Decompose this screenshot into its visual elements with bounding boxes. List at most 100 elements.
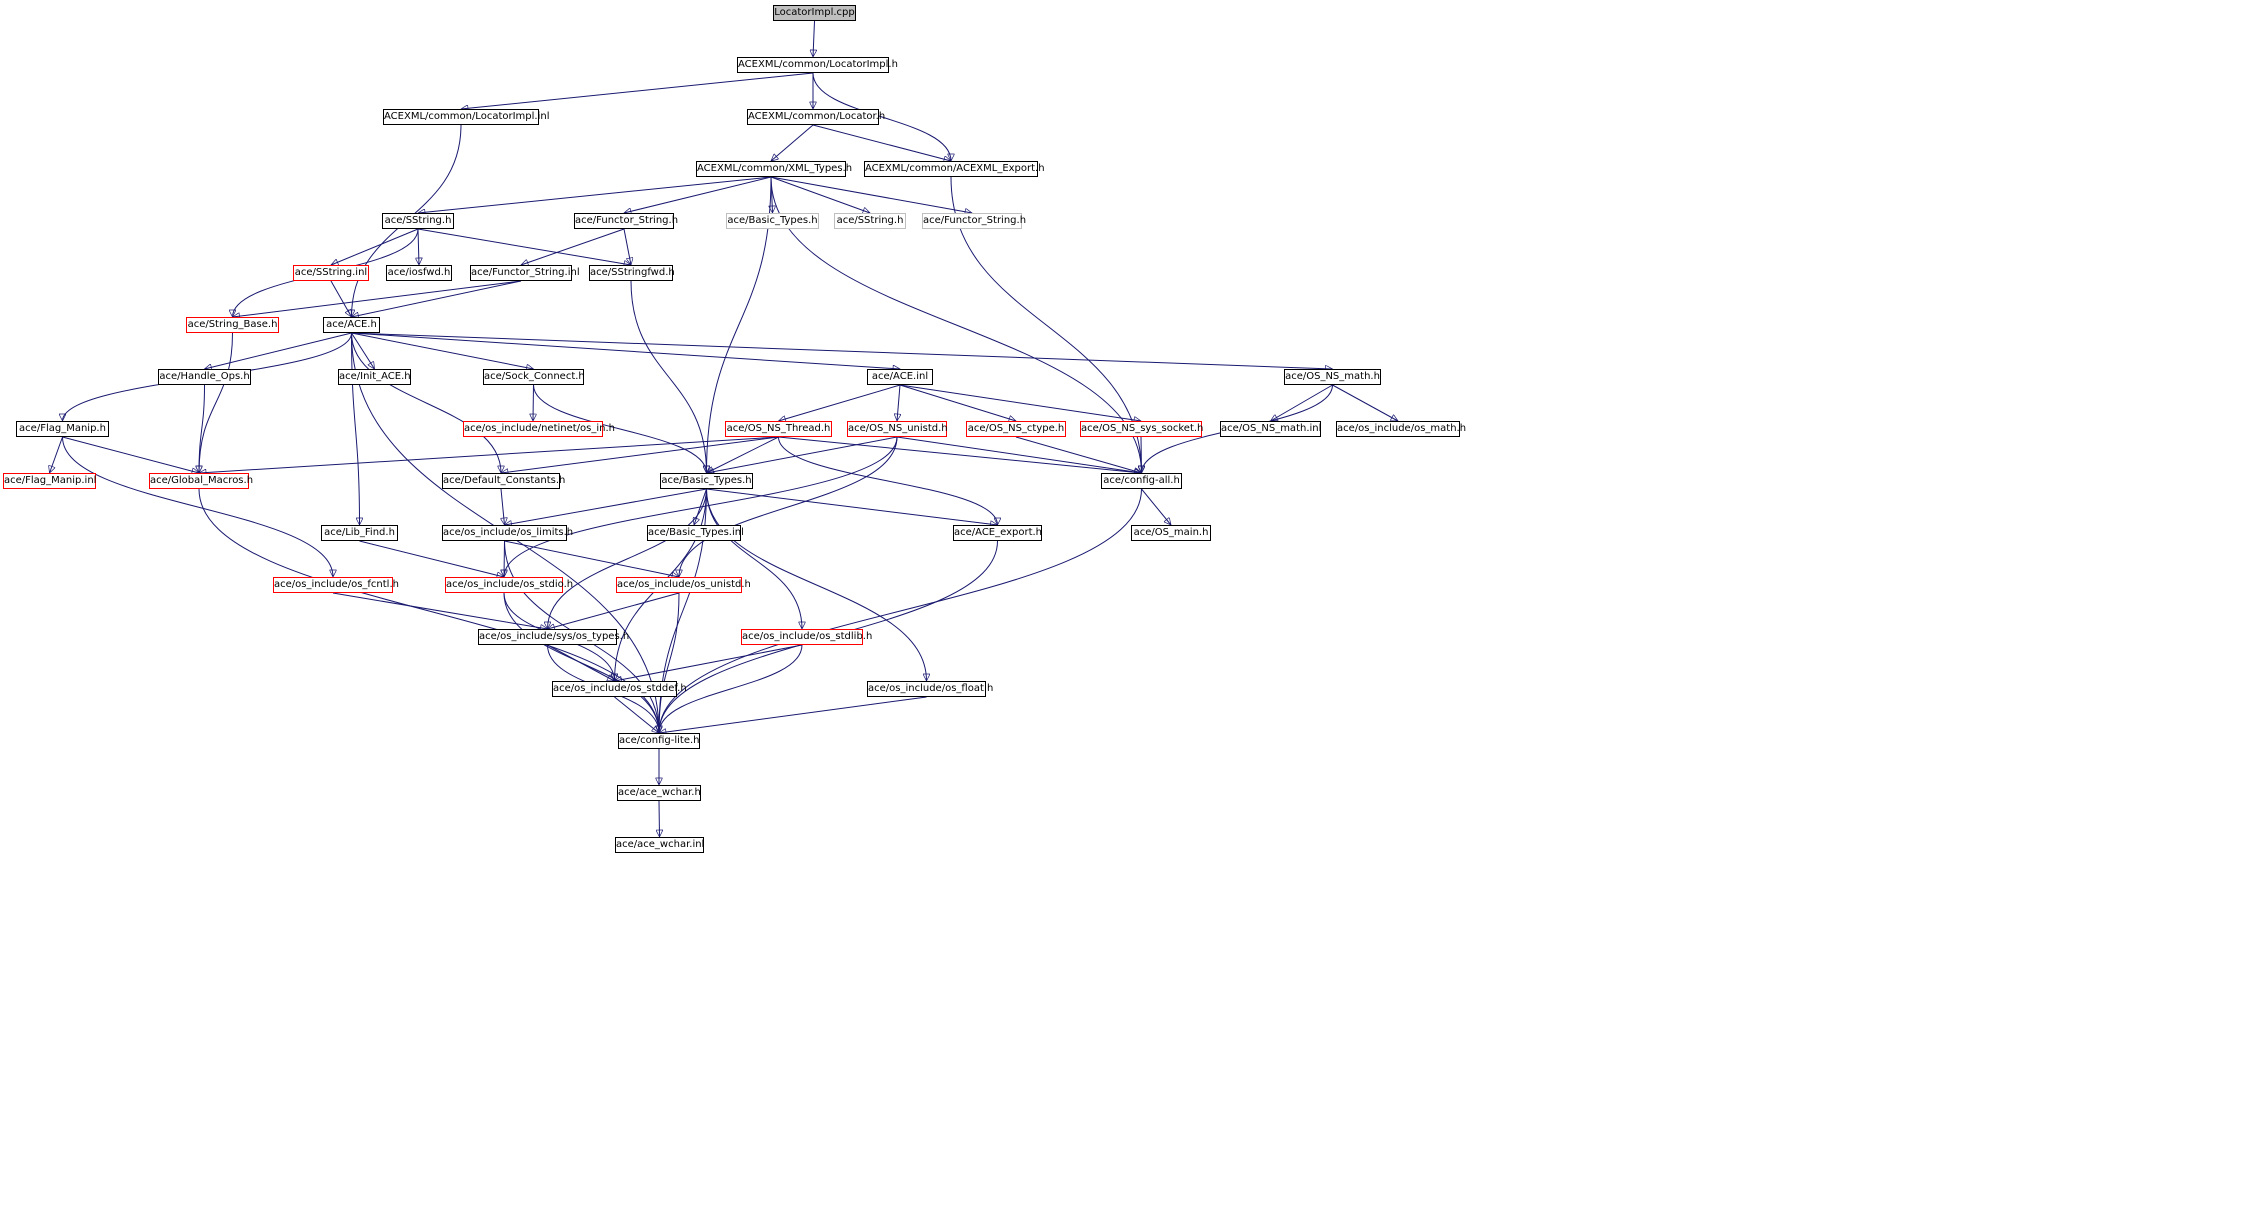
- edge-ace-os-include-os-stddef-h-to-ace-config-lite-h: [614, 696, 660, 733]
- node-ace-global-macros-h[interactable]: ace/Global_Macros.h: [149, 473, 253, 489]
- node-ace-functor-string-h[interactable]: ace/Functor_String.h: [922, 213, 1026, 229]
- node-ace-os-include-os-fcntl-h[interactable]: ace/os_include/os_fcntl.h: [273, 577, 399, 593]
- edge-ace-sock-connect-h-to-ace-os-include-netinet-os-in-h: [533, 384, 534, 421]
- node-ace-ace-wchar-inl[interactable]: ace/ace_wchar.inl: [615, 837, 704, 853]
- node-ace-os-include-os-limits-h[interactable]: ace/os_include/os_limits.h: [442, 525, 573, 541]
- node-ace-config-lite-h[interactable]: ace/config-lite.h: [618, 733, 700, 749]
- node-ace-config-all-h[interactable]: ace/config-all.h: [1101, 473, 1182, 489]
- edge-ace-os-ns-unistd-h-to-ace-config-all-h: [896, 436, 1142, 473]
- edge-ace-sock-connect-h-to-ace-basic-types-h: [533, 384, 707, 473]
- node-ace-os-ns-sys-socket-h[interactable]: ace/OS_NS_sys_socket.h: [1080, 421, 1203, 437]
- edge-ace-string-base-h-to-ace-global-macros-h: [199, 332, 233, 473]
- node-ace-os-include-os-unistd-h[interactable]: ace/os_include/os_unistd.h: [616, 577, 751, 593]
- node-ace-ace-export-h[interactable]: ace/ACE_export.h: [953, 525, 1042, 541]
- node-ace-os-include-os-stddef-h[interactable]: ace/os_include/os_stddef.h: [552, 681, 687, 697]
- node-acexml-common-acexml-export-h[interactable]: ACEXML/common/ACEXML_Export.h: [864, 161, 1045, 177]
- node-ace-os-include-sys-os-types-h[interactable]: ace/os_include/sys/os_types.h: [478, 629, 629, 645]
- node-ace-handle-ops-h[interactable]: ace/Handle_Ops.h: [158, 369, 251, 385]
- edge-ace-ace-inl-to-ace-os-ns-unistd-h: [897, 384, 900, 421]
- node-ace-os-ns-math-h[interactable]: ace/OS_NS_math.h: [1284, 369, 1381, 385]
- node-ace-flag-manip-inl[interactable]: ace/Flag_Manip.inl: [3, 473, 96, 489]
- node-ace-init-ace-h[interactable]: ace/Init_ACE.h: [338, 369, 411, 385]
- edge-acexml-common-locator-h-to-acexml-common-xml-types-h: [771, 124, 814, 161]
- edge-acexml-common-locatorimpl-h-to-acexml-common-locatorimpl-inl: [461, 72, 814, 109]
- edge-ace-os-include-os-unistd-h-to-ace-os-include-sys-os-types-h: [548, 592, 680, 629]
- edge-ace-sstring-h-to-ace-sstringfwd-h: [417, 228, 631, 265]
- edge-ace-basic-types-h-to-ace-os-include-os-float-h: [706, 488, 927, 681]
- node-ace-basic-types-h[interactable]: ace/Basic_Types.h: [660, 473, 753, 489]
- node-ace-ace-wchar-h[interactable]: ace/ace_wchar.h: [617, 785, 701, 801]
- edge-ace-os-ns-ctype-h-to-ace-config-all-h: [1015, 436, 1142, 473]
- node-ace-ace-inl[interactable]: ace/ACE.inl: [867, 369, 933, 385]
- edge-ace-os-include-sys-os-types-h-to-ace-os-include-os-stddef-h: [547, 644, 615, 682]
- edge-ace-ace-inl-to-ace-os-ns-thread-h: [779, 384, 901, 421]
- edge-ace-os-ns-thread-h-to-ace-basic-types-h: [707, 436, 779, 474]
- node-ace-default-constants-h[interactable]: ace/Default_Constants.h: [442, 473, 565, 489]
- node-ace-ace-h[interactable]: ace/ACE.h: [323, 317, 380, 333]
- edge-ace-os-include-os-fcntl-h-to-ace-os-include-sys-os-types-h: [332, 592, 548, 629]
- edge-ace-ace-h-to-ace-handle-ops-h: [205, 332, 352, 369]
- node-ace-iosfwd-h[interactable]: ace/iosfwd.h: [386, 265, 452, 281]
- edge-ace-os-ns-thread-h-to-ace-config-all-h: [778, 436, 1142, 473]
- node-acexml-common-locatorimpl-h[interactable]: ACEXML/common/LocatorImpl.h: [737, 57, 898, 73]
- node-ace-functor-string-inl[interactable]: ace/Functor_String.inl: [470, 265, 580, 281]
- edge-acexml-common-locator-h-to-acexml-common-acexml-export-h: [812, 124, 951, 161]
- edge-ace-basic-types-h-to-ace-basic-types-inl: [694, 488, 707, 525]
- edge-ace-functor-string-inl-to-ace-string-base-h: [233, 280, 522, 317]
- node-acexml-common-xml-types-h[interactable]: ACEXML/common/XML_Types.h: [696, 161, 852, 177]
- edge-ace-os-include-os-float-h-to-ace-config-lite-h: [659, 696, 927, 733]
- node-ace-os-include-os-math-h[interactable]: ace/os_include/os_math.h: [1336, 421, 1466, 437]
- edge-ace-basic-types-h-to-ace-ace-export-h: [706, 488, 998, 525]
- node-acexml-common-locatorimpl-inl[interactable]: ACEXML/common/LocatorImpl.inl: [383, 109, 550, 125]
- node-ace-flag-manip-h[interactable]: ace/Flag_Manip.h: [16, 421, 109, 437]
- node-ace-os-main-h[interactable]: ace/OS_main.h: [1131, 525, 1211, 541]
- edge-ace-config-all-h-to-ace-os-main-h: [1141, 488, 1172, 525]
- node-ace-sstringfwd-h[interactable]: ace/SStringfwd.h: [589, 265, 675, 281]
- edge-ace-flag-manip-h-to-ace-os-include-os-fcntl-h: [62, 436, 334, 577]
- edge-acexml-common-xml-types-h-to-ace-functor-string-h: [770, 176, 972, 213]
- edge-ace-os-include-os-limits-h-to-ace-os-include-os-unistd-h: [504, 540, 680, 577]
- node-ace-os-include-os-float-h[interactable]: ace/os_include/os_float.h: [867, 681, 993, 697]
- edge-ace-ace-inl-to-ace-os-ns-ctype-h: [899, 384, 1016, 421]
- edge-acexml-common-xml-types-h-to-ace-sstring-h: [418, 176, 772, 213]
- node-ace-functor-string-h[interactable]: ace/Functor_String.h: [574, 213, 678, 229]
- node-ace-os-include-os-stdio-h[interactable]: ace/os_include/os_stdio.h: [445, 577, 573, 593]
- node-ace-os-ns-math-inl[interactable]: ace/OS_NS_math.inl: [1220, 421, 1321, 437]
- edge-ace-ace-h-to-ace-init-ace-h: [351, 332, 375, 369]
- edge-ace-sstring-inl-to-ace-ace-h: [330, 280, 352, 317]
- edge-ace-flag-manip-h-to-ace-flag-manip-inl: [50, 436, 63, 473]
- edge-ace-sstringfwd-h-to-ace-basic-types-h: [630, 280, 707, 473]
- edge-ace-os-ns-unistd-h-to-ace-basic-types-h: [707, 436, 898, 473]
- edge-ace-os-ns-thread-h-to-ace-default-constants-h: [501, 436, 779, 473]
- node-ace-sstring-h[interactable]: ace/SString.h: [834, 213, 906, 229]
- node-ace-lib-find-h[interactable]: ace/Lib_Find.h: [321, 525, 398, 541]
- node-ace-basic-types-h[interactable]: ace/Basic_Types.h: [726, 213, 819, 229]
- edge-ace-os-ns-math-h-to-ace-os-ns-math-inl: [1271, 384, 1333, 422]
- edge-ace-ace-h-to-ace-os-ns-math-h: [351, 332, 1333, 369]
- edge-ace-default-constants-h-to-ace-os-include-os-limits-h: [501, 488, 505, 525]
- node-locatorimpl-cpp: LocatorImpl.cpp: [773, 5, 856, 21]
- node-ace-os-ns-ctype-h[interactable]: ace/OS_NS_ctype.h: [966, 421, 1066, 437]
- node-ace-sstring-h[interactable]: ace/SString.h: [382, 213, 454, 229]
- node-ace-string-base-h[interactable]: ace/String_Base.h: [186, 317, 279, 333]
- node-ace-os-include-netinet-os-in-h[interactable]: ace/os_include/netinet/os_in.h: [463, 421, 615, 437]
- edge-ace-os-ns-sys-socket-h-to-ace-config-all-h: [1141, 436, 1142, 473]
- edge-ace-sstring-h-to-ace-sstring-inl: [331, 228, 419, 265]
- edge-ace-functor-string-h-to-ace-functor-string-inl: [521, 228, 625, 265]
- edge-locatorimpl-cpp-to-acexml-common-locatorimpl-h: [813, 20, 815, 57]
- edge-ace-os-ns-thread-h-to-ace-global-macros-h: [199, 436, 779, 473]
- node-ace-os-ns-unistd-h[interactable]: ace/OS_NS_unistd.h: [847, 421, 948, 437]
- edge-ace-os-include-os-stdlib-h-to-ace-config-lite-h: [659, 644, 803, 733]
- edge-acexml-common-xml-types-h-to-ace-sstring-h: [770, 176, 870, 213]
- node-acexml-common-locator-h[interactable]: ACEXML/common/Locator.h: [747, 109, 885, 125]
- node-ace-os-include-os-stdlib-h[interactable]: ace/os_include/os_stdlib.h: [741, 629, 872, 645]
- node-ace-basic-types-inl[interactable]: ace/Basic_Types.inl: [647, 525, 744, 541]
- node-ace-os-ns-thread-h[interactable]: ace/OS_NS_Thread.h: [725, 421, 832, 437]
- node-ace-sock-connect-h[interactable]: ace/Sock_Connect.h: [483, 369, 585, 385]
- edge-ace-ace-inl-to-ace-os-ns-sys-socket-h: [899, 384, 1141, 421]
- edge-ace-ace-h-to-ace-default-constants-h: [351, 332, 502, 473]
- edge-ace-ace-h-to-ace-lib-find-h: [351, 332, 360, 525]
- edge-ace-os-ns-math-h-to-ace-os-include-os-math-h: [1332, 384, 1399, 422]
- node-ace-sstring-inl[interactable]: ace/SString.inl: [293, 265, 369, 281]
